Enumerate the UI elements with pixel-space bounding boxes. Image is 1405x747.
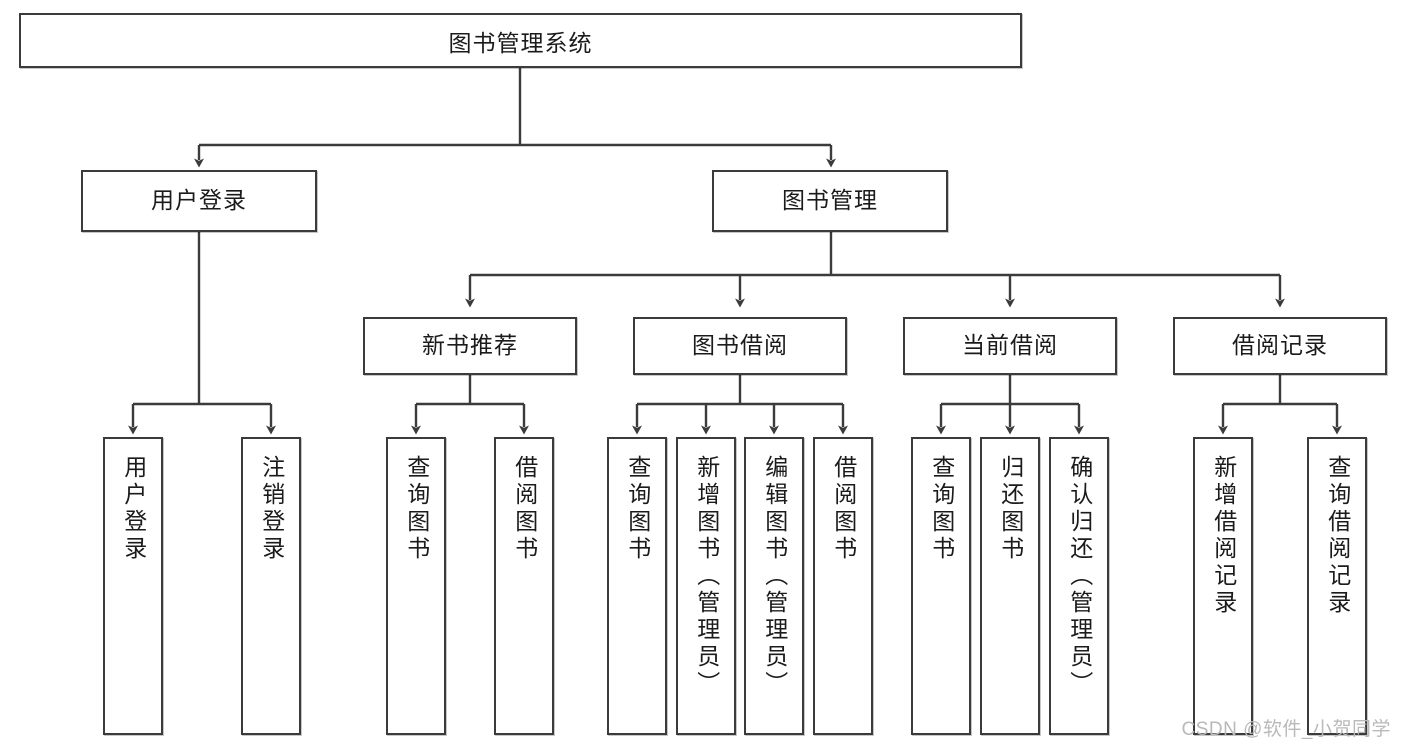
node-label: 图书管理 bbox=[782, 187, 878, 214]
node-book-management[interactable]: 图书管理 bbox=[712, 170, 948, 232]
node-borrow-record[interactable]: 借阅记录 bbox=[1173, 317, 1387, 375]
leaf-borrow-book-borrow[interactable]: 借阅图书 bbox=[813, 437, 873, 735]
leaf-label: 用户登录 bbox=[120, 455, 147, 563]
leaf-query-book-borrow[interactable]: 查询图书 bbox=[607, 437, 667, 735]
node-label: 图书借阅 bbox=[692, 332, 788, 359]
node-label: 借阅记录 bbox=[1232, 332, 1328, 359]
node-label: 当前借阅 bbox=[962, 332, 1058, 359]
leaf-label: 查询图书 bbox=[403, 455, 430, 563]
leaf-add-borrow-record[interactable]: 新增借阅记录 bbox=[1193, 437, 1253, 735]
leaf-query-book-current[interactable]: 查询图书 bbox=[911, 437, 971, 735]
leaf-label: 新增借阅记录 bbox=[1210, 455, 1237, 617]
leaf-label: 注销登录 bbox=[258, 455, 285, 563]
leaf-label: 查询借阅记录 bbox=[1324, 455, 1351, 617]
leaf-label: 新增图书（管理员） bbox=[693, 455, 720, 698]
leaf-label: 借阅图书 bbox=[511, 455, 538, 563]
leaf-add-book-admin[interactable]: 新增图书（管理员） bbox=[676, 437, 736, 735]
leaf-label: 确认归还（管理员） bbox=[1066, 455, 1093, 698]
leaf-borrow-book-newbook[interactable]: 借阅图书 bbox=[494, 437, 554, 735]
node-root-system[interactable]: 图书管理系统 bbox=[19, 13, 1022, 68]
node-label: 图书管理系统 bbox=[448, 29, 593, 56]
node-current-borrow[interactable]: 当前借阅 bbox=[903, 317, 1117, 375]
node-book-borrow[interactable]: 图书借阅 bbox=[633, 317, 847, 375]
node-new-book-recommend[interactable]: 新书推荐 bbox=[363, 317, 577, 375]
leaf-label: 编辑图书（管理员） bbox=[761, 455, 788, 698]
node-label: 新书推荐 bbox=[422, 332, 518, 359]
leaf-query-book-newbook[interactable]: 查询图书 bbox=[386, 437, 446, 735]
leaf-label: 借阅图书 bbox=[830, 455, 857, 563]
leaf-label: 查询图书 bbox=[928, 455, 955, 563]
leaf-label: 查询图书 bbox=[624, 455, 651, 563]
node-user-login[interactable]: 用户登录 bbox=[81, 170, 317, 232]
leaf-return-book[interactable]: 归还图书 bbox=[980, 437, 1040, 735]
leaf-user-login[interactable]: 用户登录 bbox=[103, 437, 163, 735]
leaf-confirm-return-admin[interactable]: 确认归还（管理员） bbox=[1049, 437, 1109, 735]
leaf-label: 归还图书 bbox=[997, 455, 1024, 563]
leaf-edit-book-admin[interactable]: 编辑图书（管理员） bbox=[744, 437, 804, 735]
node-label: 用户登录 bbox=[151, 187, 247, 214]
leaf-query-borrow-record[interactable]: 查询借阅记录 bbox=[1307, 437, 1367, 735]
leaf-logout[interactable]: 注销登录 bbox=[241, 437, 301, 735]
